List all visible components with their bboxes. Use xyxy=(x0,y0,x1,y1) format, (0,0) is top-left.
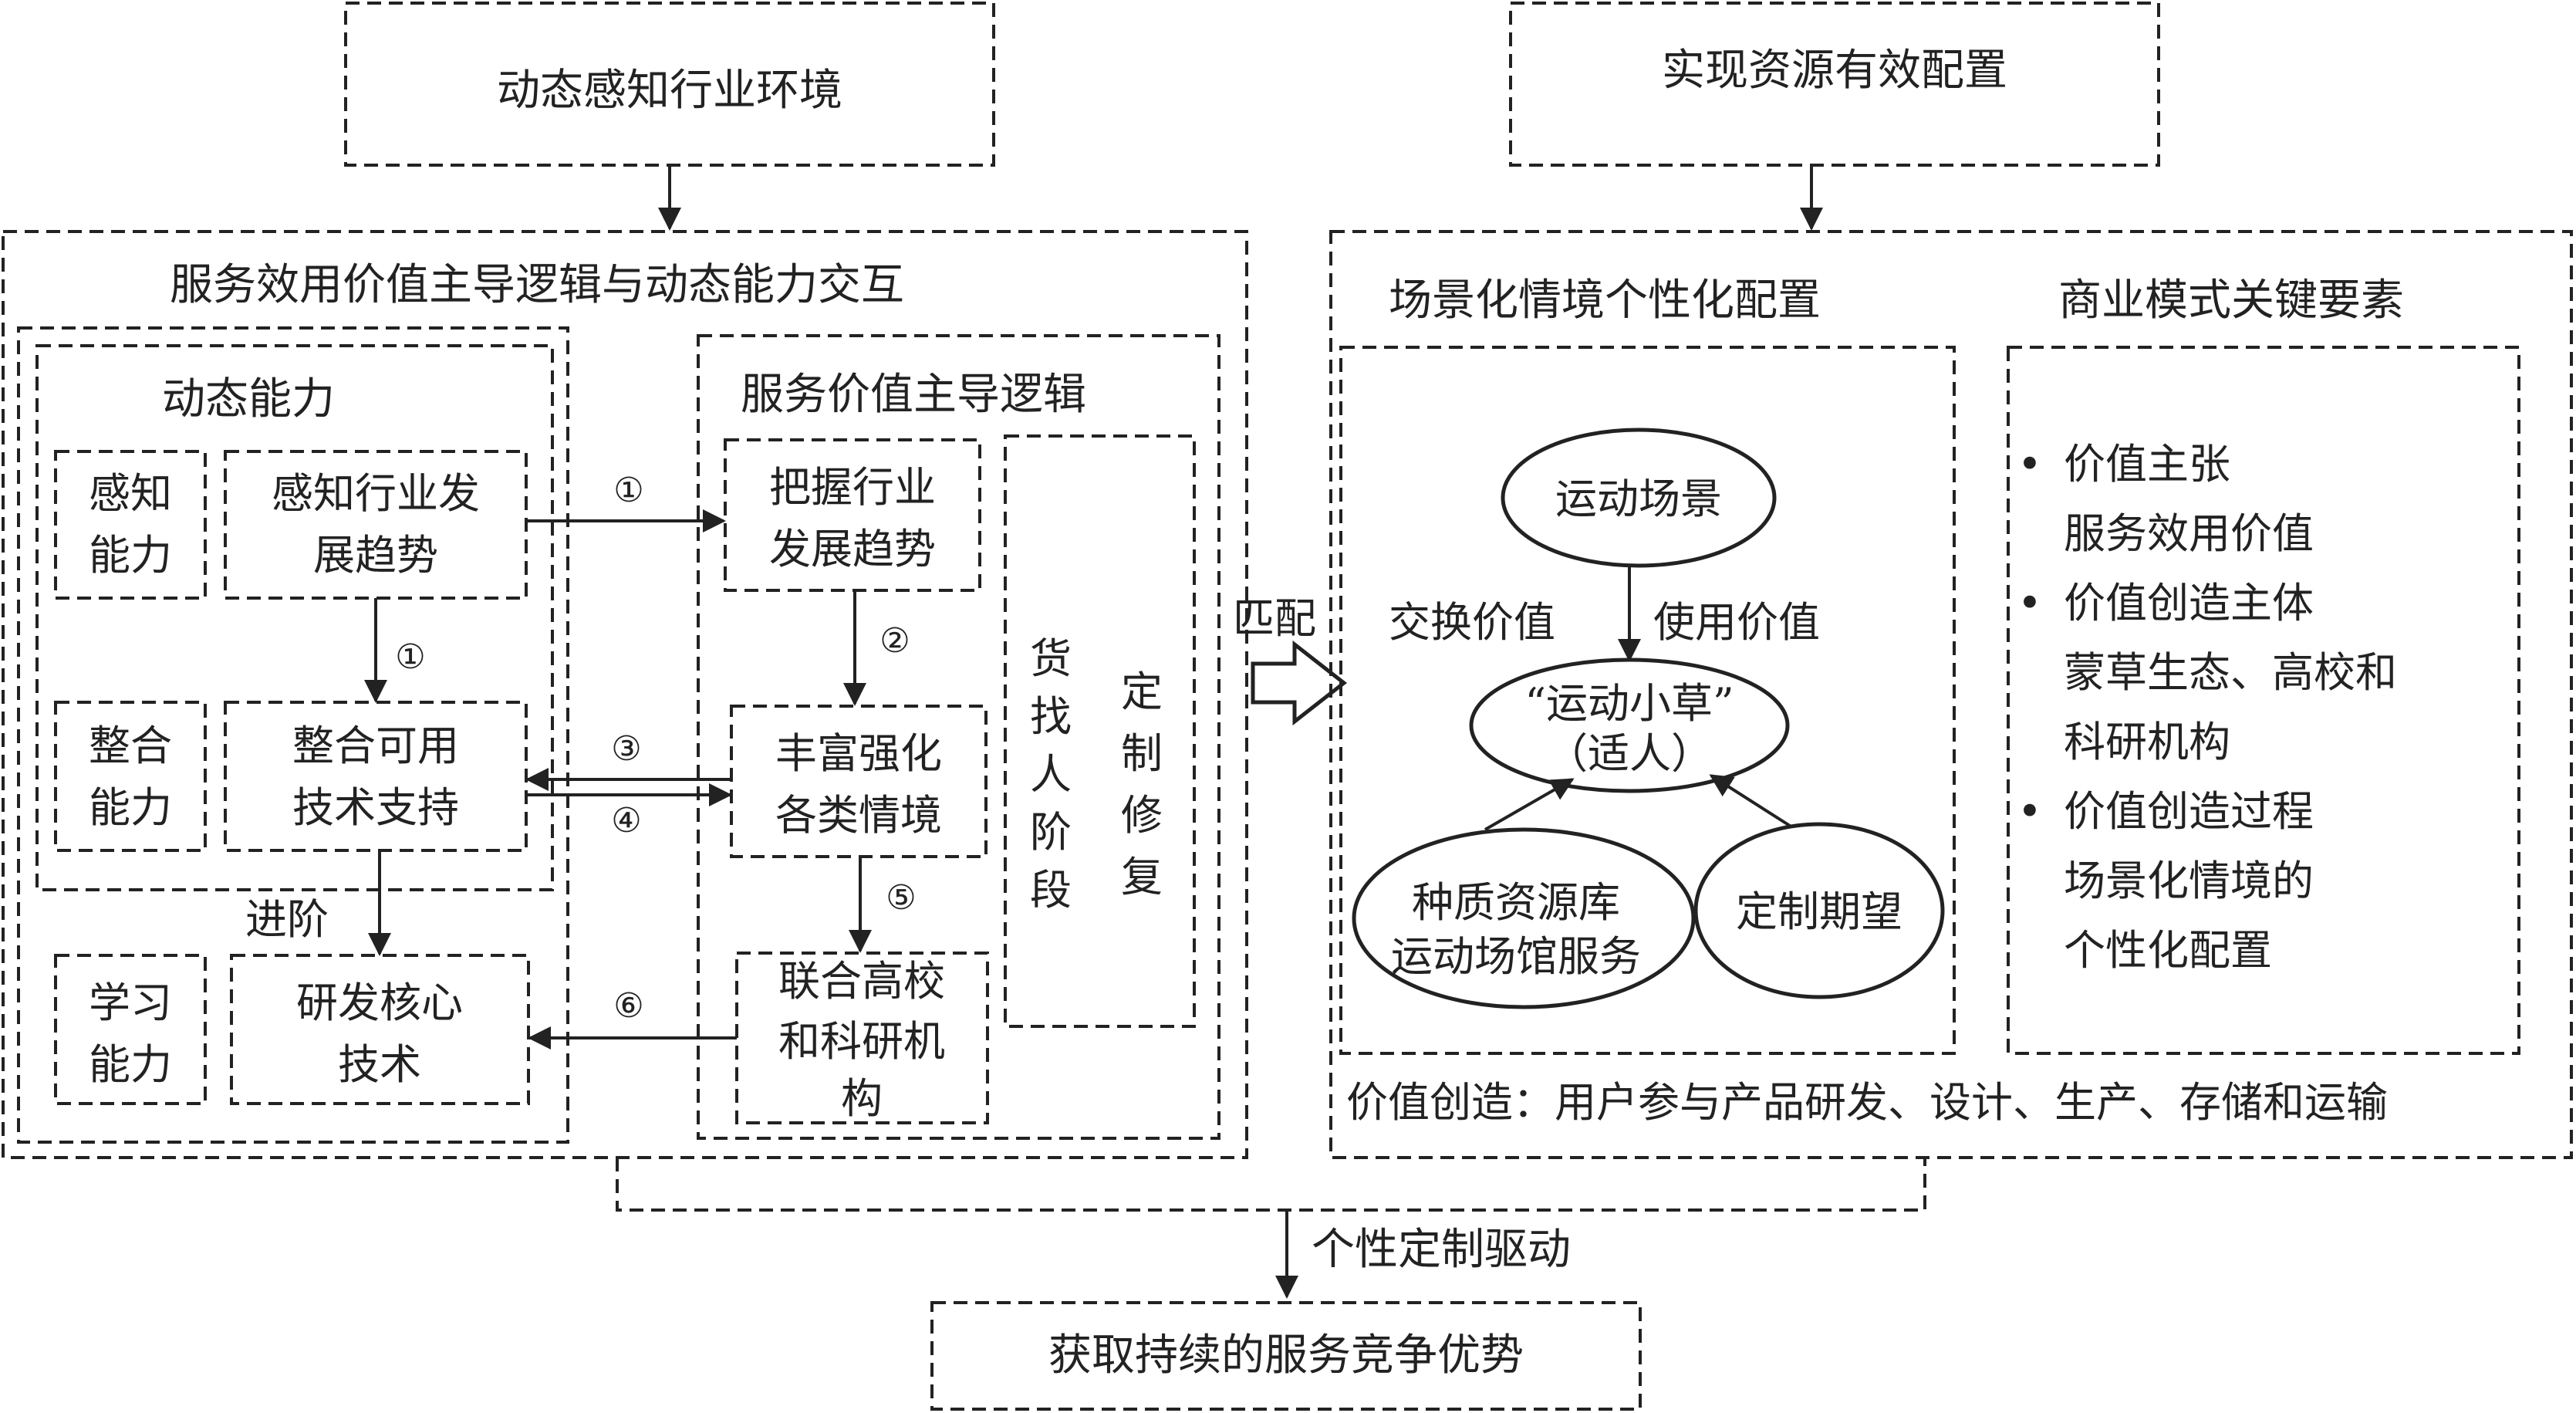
grasp-line2: 发展趋势 xyxy=(769,525,936,573)
resource-line1: 种质资源库 xyxy=(1412,878,1620,927)
learning-action-line2: 技术 xyxy=(338,1040,421,1089)
top-right-box-label: 实现资源有效配置 xyxy=(1662,46,2007,96)
perception-label-line2: 能力 xyxy=(89,531,172,580)
bottom-box-label: 获取持续的服务竞争优势 xyxy=(1048,1330,1524,1381)
integration-action-line2: 技术支持 xyxy=(292,783,459,832)
use-value-label: 使用价值 xyxy=(1653,598,1820,647)
element-bullet-1: • xyxy=(2017,440,2042,488)
resource-line2: 运动场馆服务 xyxy=(1391,932,1641,981)
right-panel xyxy=(1329,230,2573,1159)
scene-title: 场景化情境个性化配置 xyxy=(1389,276,1821,326)
element-creation-subject: 价值创造主体 xyxy=(2064,579,2314,627)
stage-a-char-1: 货 xyxy=(1030,634,1072,683)
value-creation-label: 价值创造：用户参与产品研发、设计、生产、存储和运输 xyxy=(1346,1078,2388,1127)
arrow-expect-to-center xyxy=(1709,774,1791,827)
element-bullet-2: • xyxy=(2017,579,2042,627)
grasp-line1: 把握行业 xyxy=(769,463,936,512)
integration-label-box xyxy=(54,701,207,852)
stage-a-char-4: 阶 xyxy=(1030,808,1072,857)
learning-label-line1: 学习 xyxy=(89,979,172,1027)
dynamic-capability-inner xyxy=(35,344,554,891)
center-line1: “运动小草” xyxy=(1524,679,1734,728)
center-ellipse xyxy=(1469,657,1790,793)
circle-3: ③ xyxy=(611,729,641,769)
left-panel-title: 服务效用价值主导逻辑与动态能力交互 xyxy=(170,260,904,310)
unite-line3: 构 xyxy=(841,1074,883,1123)
perception-label-line1: 感知 xyxy=(89,469,172,518)
element-service-utility: 服务效用价值 xyxy=(2064,509,2314,558)
circle-1-horizontal: ① xyxy=(613,471,643,510)
perception-action-box xyxy=(224,450,528,600)
scene-box xyxy=(1339,346,1956,1055)
unite-line2: 和科研机 xyxy=(778,1017,945,1066)
drive-label: 个性定制驱动 xyxy=(1312,1225,1571,1275)
left-panel xyxy=(2,230,1248,1159)
advance-label: 进阶 xyxy=(245,895,329,944)
custom-expect-label: 定制期望 xyxy=(1736,887,1902,936)
service-logic-title: 服务价值主导逻辑 xyxy=(741,370,1086,420)
stage-box xyxy=(1004,434,1196,1028)
element-process-detail-1: 场景化情境的 xyxy=(2064,857,2314,905)
enrich-line2: 各类情境 xyxy=(775,791,942,840)
exchange-value-label: 交换价值 xyxy=(1389,598,1555,647)
learning-label-line2: 能力 xyxy=(89,1040,172,1089)
integration-action-line1: 整合可用 xyxy=(292,722,459,770)
perception-action-line2: 展趋势 xyxy=(313,531,438,580)
model-title: 商业模式关键要素 xyxy=(2058,276,2404,326)
sport-scene-label: 运动场景 xyxy=(1555,475,1722,523)
stage-a-char-2: 找 xyxy=(1030,692,1072,741)
bottom-box xyxy=(930,1301,1642,1411)
perception-label-box xyxy=(54,450,207,600)
circle-4: ④ xyxy=(611,801,641,840)
sport-scene-ellipse xyxy=(1501,428,1777,568)
match-hollow-arrow xyxy=(1251,640,1348,726)
element-value-proposition: 价值主张 xyxy=(2064,440,2230,488)
resource-ellipse xyxy=(1352,827,1696,1009)
stage-b-char-2: 制 xyxy=(1121,729,1163,778)
element-process-detail-2: 个性化配置 xyxy=(2064,926,2272,975)
element-subject-detail-1: 蒙草生态、高校和 xyxy=(2064,648,2397,697)
arrow-resource-to-center xyxy=(1484,778,1575,831)
integration-label-line2: 能力 xyxy=(89,783,172,832)
learning-action-line1: 研发核心 xyxy=(296,979,463,1027)
top-left-box-label: 动态感知行业环境 xyxy=(497,66,842,116)
circle-2: ② xyxy=(879,621,910,661)
stage-a-char-3: 人 xyxy=(1030,750,1072,799)
bottom-bracket xyxy=(616,1158,1926,1212)
circle-5: ⑤ xyxy=(886,878,916,918)
circle-6: ⑥ xyxy=(613,986,643,1026)
stage-a-char-5: 段 xyxy=(1030,866,1072,914)
custom-expect-ellipse xyxy=(1693,822,1945,999)
center-line2: （适人） xyxy=(1546,729,1713,778)
element-creation-process: 价值创造过程 xyxy=(2064,787,2314,836)
match-label: 匹配 xyxy=(1233,594,1316,643)
top-right-box xyxy=(1509,2,2160,167)
element-bullet-3: • xyxy=(2017,787,2042,836)
stage-b-char-4: 复 xyxy=(1121,853,1163,901)
service-logic-box xyxy=(697,334,1220,1140)
enrich-line1: 丰富强化 xyxy=(775,729,942,778)
circle-1-vertical: ① xyxy=(395,637,425,677)
model-box xyxy=(2007,346,2520,1055)
dynamic-capability-title: 动态能力 xyxy=(162,374,335,424)
element-subject-detail-2: 科研机构 xyxy=(2064,718,2230,766)
learning-label-box xyxy=(54,954,207,1105)
integration-label-line1: 整合 xyxy=(89,722,172,770)
dynamic-capability-outer xyxy=(17,326,569,1144)
unite-line1: 联合高校 xyxy=(778,957,945,1006)
stage-b-char-1: 定 xyxy=(1121,668,1163,716)
perception-action-line1: 感知行业发 xyxy=(272,469,480,518)
stage-b-char-3: 修 xyxy=(1121,791,1163,840)
